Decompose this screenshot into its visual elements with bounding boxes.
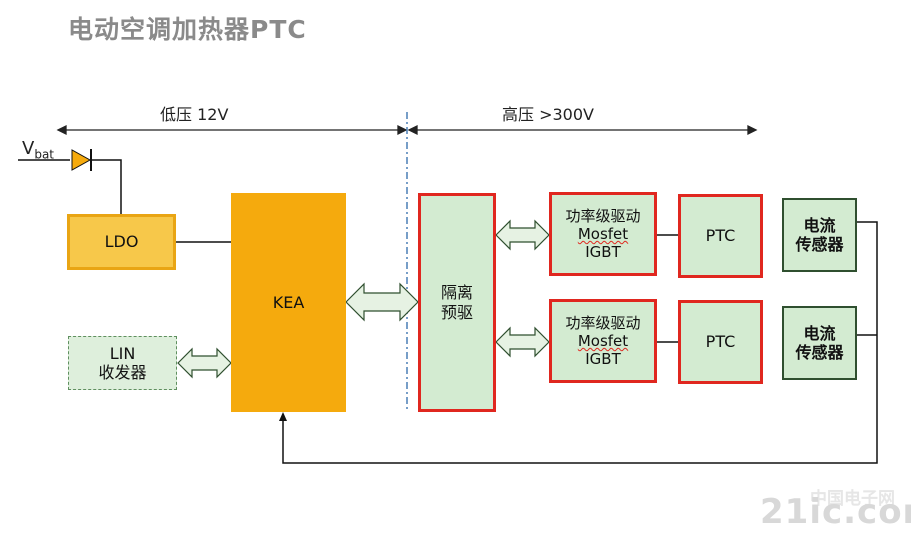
kea-block: KEA: [231, 193, 346, 412]
vbat-sub: bat: [34, 147, 55, 162]
ptc-block-2: PTC: [678, 300, 763, 384]
driver1-label-line-1: 功率级驱动: [565, 207, 641, 225]
lin-label-line-1: LIN: [109, 343, 136, 363]
sensor-feedback-wire: [282, 221, 878, 464]
sensor1-label-line-1: 电流: [803, 215, 836, 235]
current-sensor-block-2: 电流 传感器: [782, 306, 857, 380]
high-voltage-range-arrow: [407, 124, 758, 136]
diagram-title: 电动空调加热器PTC: [68, 15, 307, 44]
isolation-predriver-block: 隔离 预驱: [418, 193, 496, 412]
feedback-arrowhead: [279, 412, 287, 421]
driver2-label-line-1: 功率级驱动: [565, 314, 641, 332]
ldo-block: LDO: [67, 214, 176, 270]
isolation-label-line-1: 隔离: [440, 283, 473, 303]
lin-label-line-2: 收发器: [98, 363, 147, 382]
power-driver-block-2: 功率级驱动 Mosfet IGBT: [549, 299, 657, 383]
lin-kea-bidirectional-arrow: [177, 347, 232, 379]
low-voltage-range-arrow: [56, 124, 408, 136]
diode-icon: [18, 149, 122, 214]
sensor2-label-line-1: 电流: [803, 323, 836, 343]
vbat-v: V: [22, 138, 35, 159]
sensor2-label-line-2: 传感器: [795, 343, 844, 362]
driver2-label-line-3: IGBT: [585, 350, 621, 368]
driver1-label-line-3: IGBT: [585, 243, 621, 261]
isolation-driver2-bidirectional-arrow: [495, 326, 550, 358]
isolation-driver1-bidirectional-arrow: [495, 219, 550, 251]
watermark-cn: 中国电子网: [810, 489, 895, 509]
power-driver-block-1: 功率级驱动 Mosfet IGBT: [549, 192, 657, 276]
lin-transceiver-block: LIN 收发器: [68, 336, 177, 390]
sensor1-label-line-2: 传感器: [795, 235, 844, 254]
current-sensor-block-1: 电流 传感器: [782, 198, 857, 272]
vbat-label: Vbat: [22, 138, 54, 162]
watermark-text: 21ic.com: [760, 492, 911, 532]
ptc1-label: PTC: [705, 226, 736, 246]
driver1-label-line-2: Mosfet: [577, 225, 629, 243]
ptc-block-1: PTC: [678, 194, 763, 278]
isolation-label-line-2: 预驱: [440, 302, 473, 322]
ptc2-label: PTC: [705, 332, 736, 352]
driver2-label-line-2: Mosfet: [577, 332, 629, 350]
low-voltage-label: 低压 12V: [160, 105, 229, 124]
high-voltage-label: 高压 >300V: [502, 105, 594, 124]
kea-isolation-bidirectional-arrow: [345, 282, 419, 322]
watermark: 中国电子网 21ic.com: [752, 478, 911, 537]
kea-label: KEA: [272, 292, 305, 312]
ldo-label: LDO: [104, 232, 139, 252]
